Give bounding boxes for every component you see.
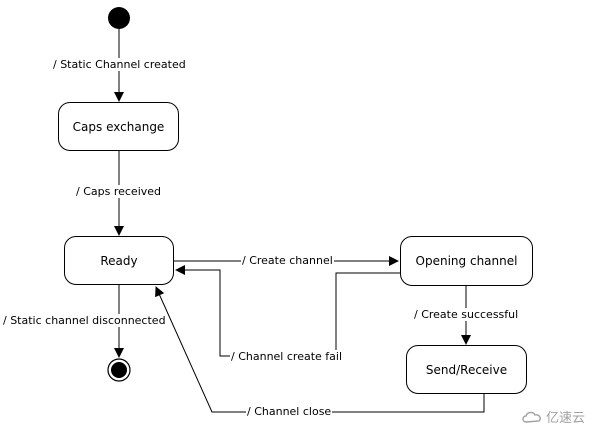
label-static-channel-disconnected: / Static channel disconnected xyxy=(2,314,167,327)
state-opening-channel-label: Opening channel xyxy=(415,254,518,268)
label-channel-close: / Channel close xyxy=(246,405,333,418)
state-ready: Ready xyxy=(64,236,174,285)
label-static-channel-created: / Static Channel created xyxy=(52,58,187,71)
watermark-text: 亿速云 xyxy=(545,411,585,426)
state-ready-label: Ready xyxy=(100,253,138,268)
edge-send-to-ready-close xyxy=(155,286,485,413)
watermark: 亿速云 xyxy=(521,407,585,426)
edge-opening-to-ready-fail xyxy=(175,265,400,357)
state-opening-channel: Opening channel xyxy=(400,236,533,286)
state-caps-exchange: Caps exchange xyxy=(58,102,179,151)
label-channel-create-fail: / Channel create fail xyxy=(230,350,343,363)
initial-state xyxy=(108,7,130,29)
label-create-successful: / Create successful xyxy=(413,308,520,321)
state-caps-exchange-label: Caps exchange xyxy=(72,119,165,134)
state-send-receive-label: Send/Receive xyxy=(425,362,508,377)
final-state-inner xyxy=(111,362,127,378)
cloud-logo-icon xyxy=(522,411,541,423)
state-send-receive: Send/Receive xyxy=(406,345,527,394)
label-create-channel: / Create channel xyxy=(241,254,334,267)
label-caps-received: / Caps received xyxy=(75,185,163,198)
